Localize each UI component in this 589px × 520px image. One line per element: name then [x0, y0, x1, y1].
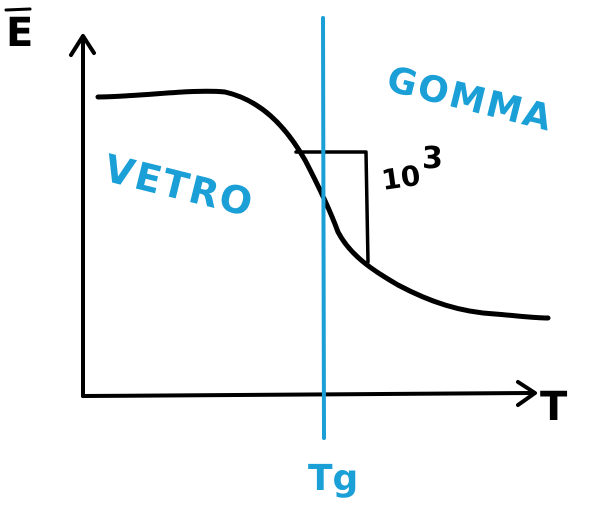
step-label-base: 10	[379, 159, 422, 197]
x-axis-label: T	[540, 384, 568, 430]
x-axis: T	[81, 380, 568, 430]
modulus-curve	[95, 88, 551, 321]
y-axis: E	[4, 7, 96, 398]
step-triangle	[294, 150, 370, 264]
tg-label: Tg	[308, 458, 358, 499]
y-axis-arrowhead	[69, 34, 96, 57]
x-axis-arrowhead	[516, 380, 537, 407]
glass-region-label: VETRO	[100, 146, 259, 226]
rubber-region-label: GOMMA	[383, 59, 558, 140]
x-axis-line	[81, 391, 535, 398]
step-label-exponent: 3	[422, 141, 443, 176]
y-axis-label-overbar	[4, 7, 32, 12]
y-axis-label: E	[6, 10, 33, 56]
tg-line	[321, 16, 326, 440]
